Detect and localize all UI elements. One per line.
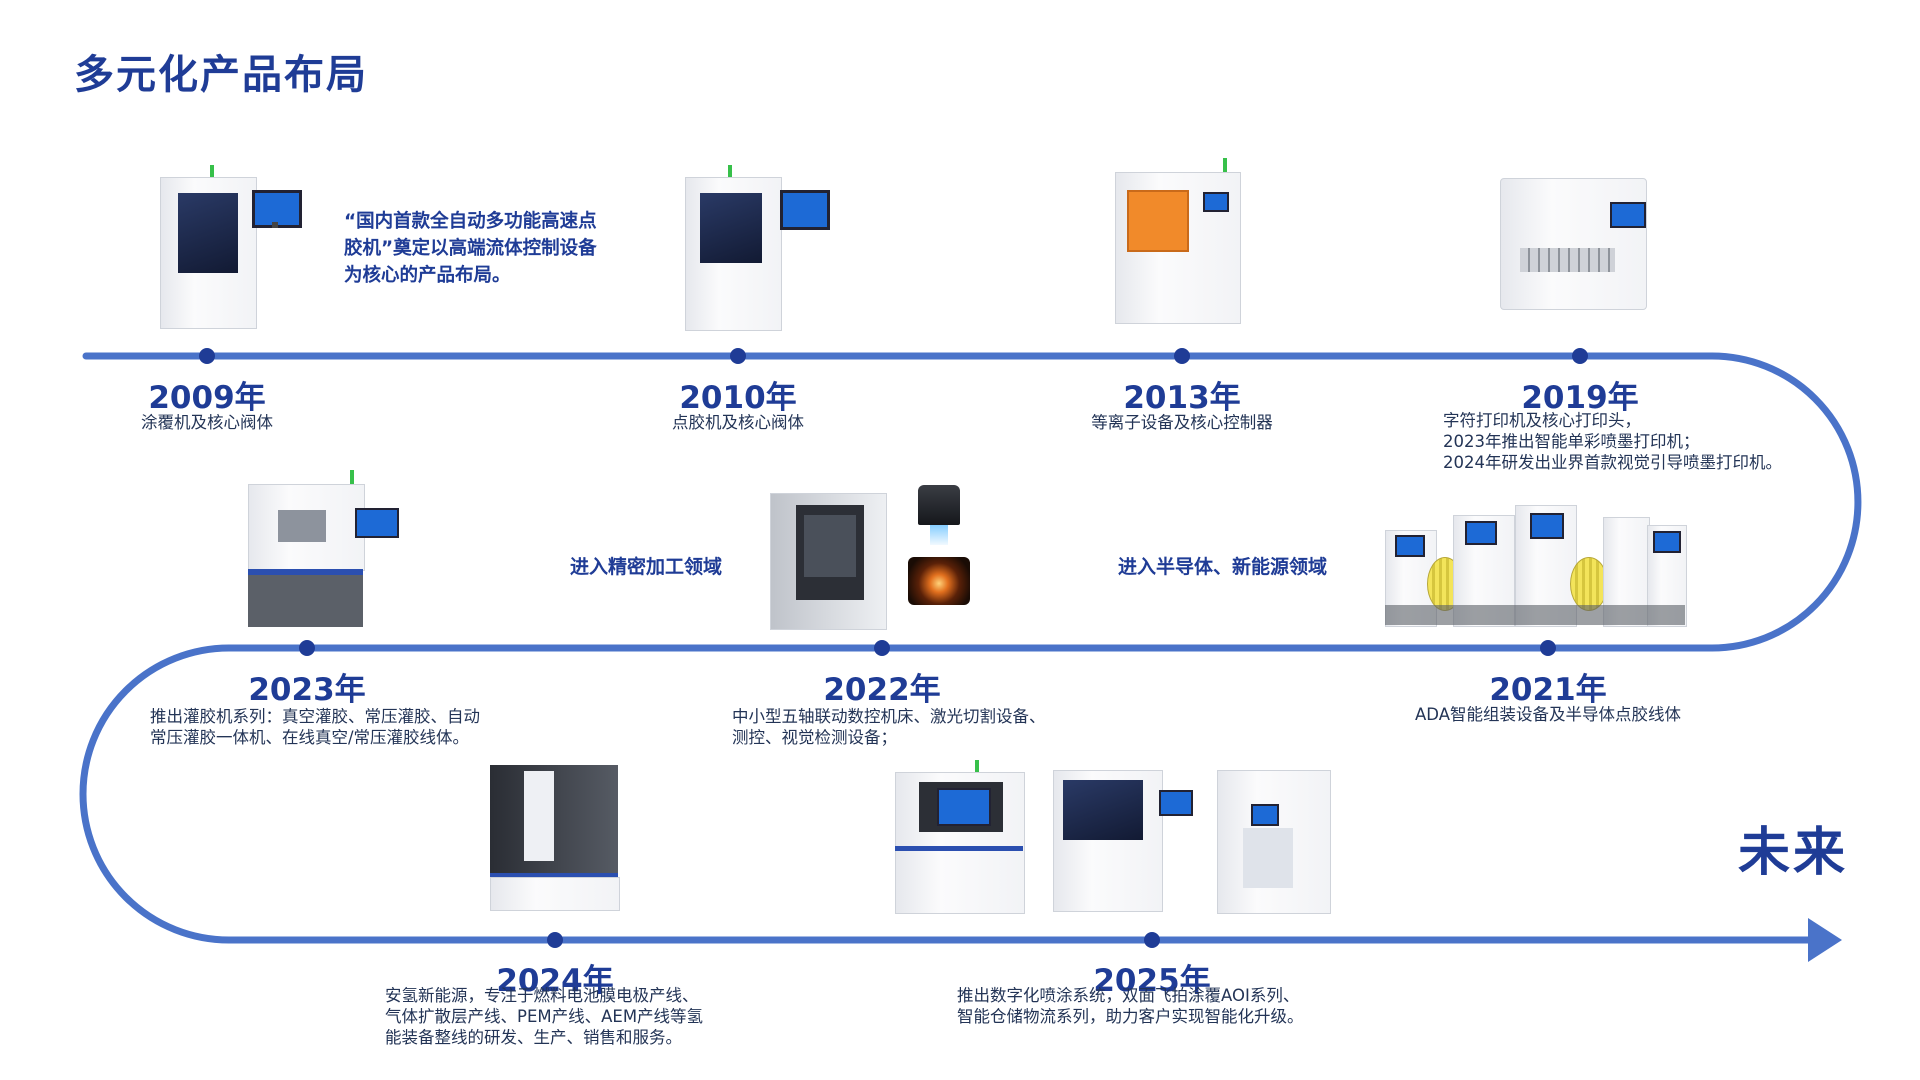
future-label: 未来 [1738,823,1849,883]
timeline-arrow-head [1808,918,1842,962]
year-2024: 2024年 [496,963,614,999]
timeline-dot-2022 [874,640,890,656]
desc-line: ADA智能组装设备及半导体点胶线体 [1415,705,1681,724]
timeline-path [79,352,1862,944]
machine-potting-2023 [240,470,400,632]
desc-line: 涂覆机及核心阀体 [141,413,273,432]
machine-plasma-2013 [1115,158,1250,330]
year-2013: 2013年 [1123,380,1241,416]
page-title: 多元化产品布局 [74,52,368,98]
desc-line: 推出数字化喷涂系统，双面飞拍涂覆AOI系列、 [957,986,1300,1005]
desc-line: 点胶机及核心阀体 [672,413,804,432]
desc-2013: 等离子设备及核心控制器 [1091,412,1273,433]
year-2009: 2009年 [148,380,266,416]
desc-2025: 推出数字化喷涂系统，双面飞拍涂覆AOI系列、 智能仓储物流系列，助力客户实现智能… [957,985,1304,1027]
year-2010: 2010年 [679,380,797,416]
timeline-dot-2013 [1174,348,1190,364]
desc-line: 气体扩散层产线、PEM产线、AEM产线等氢 [385,1007,704,1026]
year-2023: 2023年 [248,672,366,708]
desc-line: 2024年研发出业界首款视觉引导喷墨打印机。 [1443,453,1782,472]
desc-2023: 推出灌胶机系列：真空灌胶、常压灌胶、自动 常压灌胶一体机、在线真空/常压灌胶线体… [150,706,480,748]
desc-line: 等离子设备及核心控制器 [1091,413,1273,432]
year-2021: 2021年 [1489,672,1607,708]
machine-group-2025 [895,760,1335,918]
desc-line: 推出灌胶机系列：真空灌胶、常压灌胶、自动 [150,707,480,726]
desc-2024: 安氢新能源，专注于燃料电池膜电极产线、 气体扩散层产线、PEM产线、AEM产线等… [385,985,703,1048]
year-2019: 2019年 [1521,380,1639,416]
desc-2021: ADA智能组装设备及半导体点胶线体 [1415,704,1681,725]
machine-printer-2019 [1500,178,1650,326]
desc-line: 安氢新能源，专注于燃料电池膜电极产线、 [385,986,699,1005]
desc-line: 智能仓储物流系列，助力客户实现智能化升级。 [957,1007,1304,1026]
machine-assembly-line-2021 [1385,505,1687,633]
quote-line: “国内首款全自动多功能高速点 [344,211,597,232]
desc-line: 2023年推出智能单彩喷墨打印机； [1443,432,1700,451]
year-2025: 2025年 [1093,963,1211,999]
timeline-dot-2009 [199,348,215,364]
desc-2019: 字符打印机及核心打印头， 2023年推出智能单彩喷墨打印机； 2024年研发出业… [1443,410,1782,473]
desc-line: 字符打印机及核心打印头， [1443,411,1641,430]
desc-line: 能装备整线的研发、生产、销售和服务。 [385,1028,682,1047]
machine-cnc-2022 [770,485,990,635]
tag-precision-machining: 进入精密加工领域 [570,556,723,578]
machine-dispenser-2010 [680,165,830,337]
desc-line: 常压灌胶一体机、在线真空/常压灌胶线体。 [150,728,470,747]
timeline-dot-2024 [547,932,563,948]
intro-quote: “国内首款全自动多功能高速点 胶机”奠定以高端流体控制设备 为核心的产品布局。 [344,208,597,289]
timeline-dot-2021 [1540,640,1556,656]
machine-fuel-cell-2024 [490,765,630,915]
machine-coating-2009 [160,165,302,333]
desc-2010: 点胶机及核心阀体 [672,412,804,433]
timeline-dot-2010 [730,348,746,364]
tag-semiconductor-energy: 进入半导体、新能源领域 [1118,556,1328,578]
timeline-dot-2019 [1572,348,1588,364]
desc-2022: 中小型五轴联动数控机床、激光切割设备、 测控、视觉检测设备； [732,706,1046,748]
year-2022: 2022年 [823,672,941,708]
desc-2009: 涂覆机及核心阀体 [141,412,273,433]
quote-line: 为核心的产品布局。 [344,265,511,286]
timeline-dot-2023 [299,640,315,656]
quote-line: 胶机”奠定以高端流体控制设备 [344,238,597,259]
desc-line: 测控、视觉检测设备； [732,728,897,747]
desc-line: 中小型五轴联动数控机床、激光切割设备、 [732,707,1046,726]
timeline-dot-2025 [1144,932,1160,948]
